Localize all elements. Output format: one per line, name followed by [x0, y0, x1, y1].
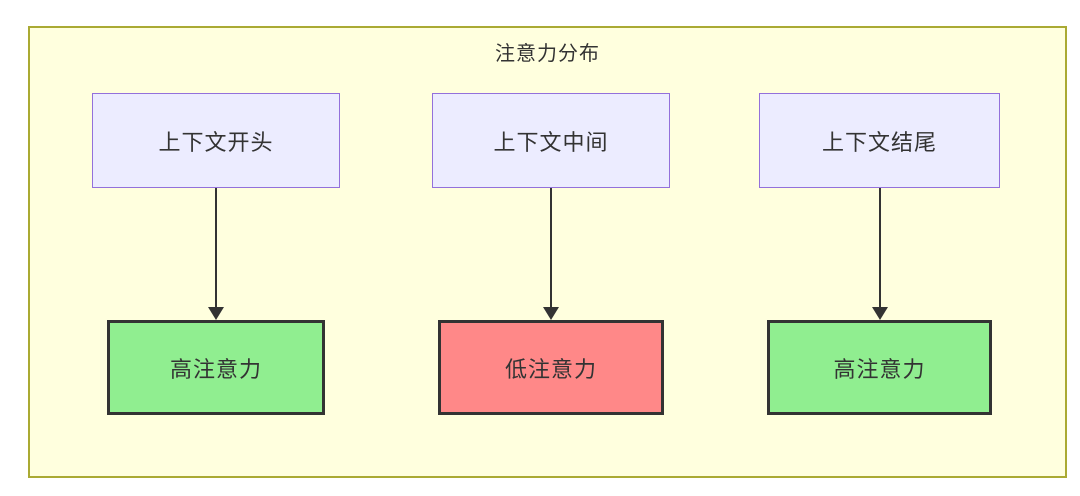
flow-column-context-middle: 上下文中间 低注意力 — [432, 93, 670, 415]
down-arrow — [871, 188, 888, 320]
attention-level-label: 高注意力 — [169, 357, 262, 383]
arrow-head-icon — [871, 307, 888, 320]
attention-level-node-end: 高注意力 — [767, 320, 992, 415]
context-middle-node: 上下文中间 — [432, 93, 670, 188]
context-start-label: 上下文开头 — [158, 130, 274, 156]
attention-level-node-start: 高注意力 — [107, 320, 325, 415]
diagram-frame: 注意力分布 上下文开头 高注意力 上下文中间 低注意力 上下文结尾 — [28, 26, 1067, 478]
attention-level-label: 高注意力 — [833, 357, 926, 383]
diagram-title: 注意力分布 — [495, 41, 600, 65]
down-arrow — [543, 188, 559, 320]
context-middle-label: 上下文中间 — [493, 130, 609, 156]
attention-level-node-middle: 低注意力 — [438, 320, 664, 415]
arrow-line — [878, 188, 881, 314]
context-start-node: 上下文开头 — [92, 93, 340, 188]
context-end-node: 上下文结尾 — [759, 93, 1000, 188]
context-end-label: 上下文结尾 — [821, 130, 937, 156]
arrow-head-icon — [543, 307, 559, 320]
arrow-line — [550, 188, 552, 314]
arrow-head-icon — [208, 307, 224, 320]
arrow-line — [215, 188, 217, 314]
attention-level-label: 低注意力 — [504, 357, 597, 383]
flow-column-context-end: 上下文结尾 高注意力 — [759, 93, 1000, 415]
down-arrow — [208, 188, 224, 320]
flow-column-context-start: 上下文开头 高注意力 — [92, 93, 340, 415]
